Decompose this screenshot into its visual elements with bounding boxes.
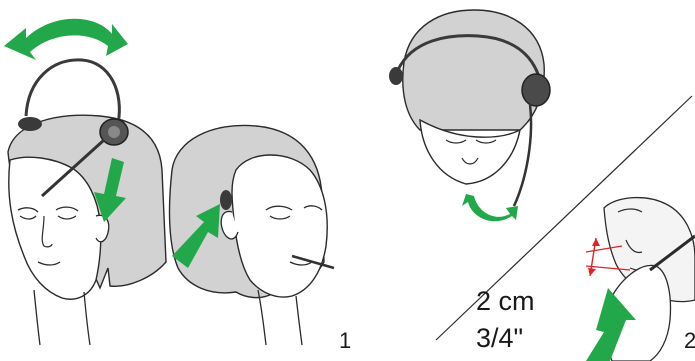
distance-imperial-label: 3/4" — [476, 325, 523, 352]
swivel-arrow-icon — [462, 194, 518, 221]
neck-side — [258, 290, 302, 345]
head-pad-top — [389, 67, 403, 85]
rotate-arrow-icon — [4, 19, 128, 60]
headband-front — [26, 60, 119, 124]
hair-top — [403, 10, 544, 130]
figure-front-headset — [4, 19, 166, 345]
earpiece-side — [220, 190, 232, 210]
head-pad-front — [18, 117, 42, 131]
earpiece-top — [522, 74, 550, 106]
earpiece-center-front — [108, 126, 120, 138]
figure-mouth-distance — [586, 198, 695, 361]
step-number-1: 1 — [339, 330, 351, 352]
figure-top-headset — [389, 10, 550, 221]
distance-metric-label: 2 cm — [476, 288, 535, 315]
figure-side-headset — [170, 125, 334, 345]
step-number-2: 2 — [684, 330, 695, 352]
